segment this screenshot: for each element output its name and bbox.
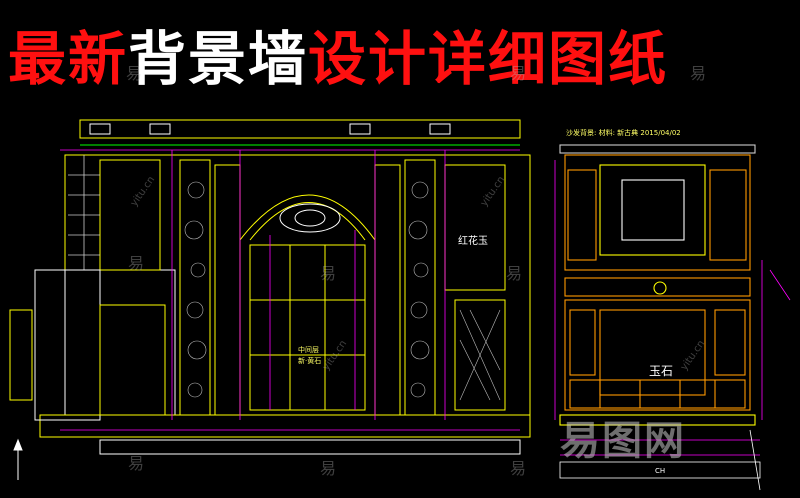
- panel-label: 红花玉: [458, 236, 488, 247]
- watermark-char-2: 易: [510, 64, 527, 83]
- left-dimension-lines: [60, 149, 520, 431]
- watermark-char-8: 易: [320, 459, 337, 478]
- watermark-char-4: 易: [128, 254, 145, 273]
- center-label-1: 中间层: [298, 346, 319, 354]
- center-label-2: 新·黄石: [298, 357, 322, 365]
- title-part-design-detail: 设计详细图纸: [308, 25, 669, 93]
- watermark-char-1: 易: [126, 64, 143, 83]
- bottom-dim-label: CH: [655, 467, 666, 475]
- watermark-char-5: 易: [506, 264, 523, 283]
- stone-label: 玉石: [649, 364, 674, 378]
- watermark-logo: 易图网: [560, 418, 686, 464]
- right-header-note: 沙发背景: 材料: 新古典 2015/04/02: [566, 129, 681, 137]
- title-part-latest: 最新: [8, 25, 129, 93]
- watermark-char-3: 易: [320, 264, 337, 283]
- watermark-char-6: 易: [690, 64, 707, 83]
- banner-title: 最新背景墙设计详细图纸: [8, 24, 668, 94]
- left-elevation: [9, 119, 531, 455]
- section-arrow: [13, 438, 23, 480]
- right-dimension-lines: [554, 160, 791, 456]
- right-elevation: [559, 144, 756, 426]
- stone-hatch: [184, 181, 501, 401]
- right-bottom-plan: [559, 429, 761, 491]
- watermark-char-7: 易: [128, 454, 145, 473]
- title-part-background-wall: 背景墙: [128, 25, 309, 93]
- watermark-char-9: 易: [510, 459, 527, 478]
